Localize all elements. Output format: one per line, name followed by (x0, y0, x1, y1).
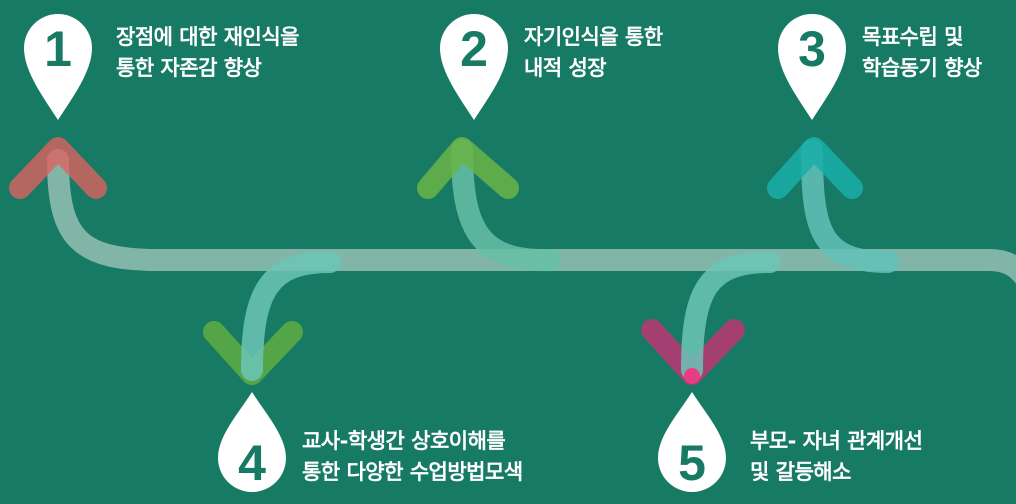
step-2-line-2: 내적 성장 (524, 56, 607, 80)
pin-number-2: 2 (460, 21, 488, 77)
pin-number-5: 5 (678, 435, 706, 491)
pin-2: 2 (440, 14, 508, 120)
up-arrow-1 (9, 137, 107, 199)
step-3-label: 목표수립 및 학습동기 향상 (862, 22, 982, 84)
step-4-line-1: 교사-학생간 상호이해를 (302, 429, 506, 453)
pin-5: 5 (658, 392, 726, 492)
step-2-label: 자기인식을 통한 내적 성장 (524, 22, 663, 84)
down-arrow-5 (641, 251, 781, 385)
pin-number-1: 1 (44, 21, 72, 77)
step-5-line-2: 및 갈등해소 (750, 460, 851, 484)
step-1-line-2: 통한 자존감 향상 (116, 56, 262, 80)
pin-4: 4 (218, 392, 286, 492)
down-arrow-4 (203, 251, 341, 385)
step-1-label: 장점에 대한 재인식을 통한 자존감 향상 (116, 22, 300, 84)
pin-1: 1 (24, 14, 92, 120)
step-5-line-1: 부모- 자녀 관계개선 (750, 429, 923, 453)
step-4-label: 교사-학생간 상호이해를 통한 다양한 수업방법모색 (302, 426, 523, 488)
pin-3: 3 (778, 14, 846, 120)
up-arrow-3 (767, 137, 899, 273)
step-3-line-1: 목표수립 및 (862, 25, 963, 49)
main-connector-line (47, 149, 1016, 284)
step-2-line-1: 자기인식을 통한 (524, 25, 663, 49)
pin-number-4: 4 (238, 435, 266, 491)
step-4-line-2: 통한 다양한 수업방법모색 (302, 460, 523, 484)
pin-number-3: 3 (798, 21, 826, 77)
step-3-line-2: 학습동기 향상 (862, 56, 982, 80)
up-arrow-2 (417, 137, 561, 272)
step-1-line-1: 장점에 대한 재인식을 (116, 25, 300, 49)
step-5-label: 부모- 자녀 관계개선 및 갈등해소 (750, 426, 923, 488)
